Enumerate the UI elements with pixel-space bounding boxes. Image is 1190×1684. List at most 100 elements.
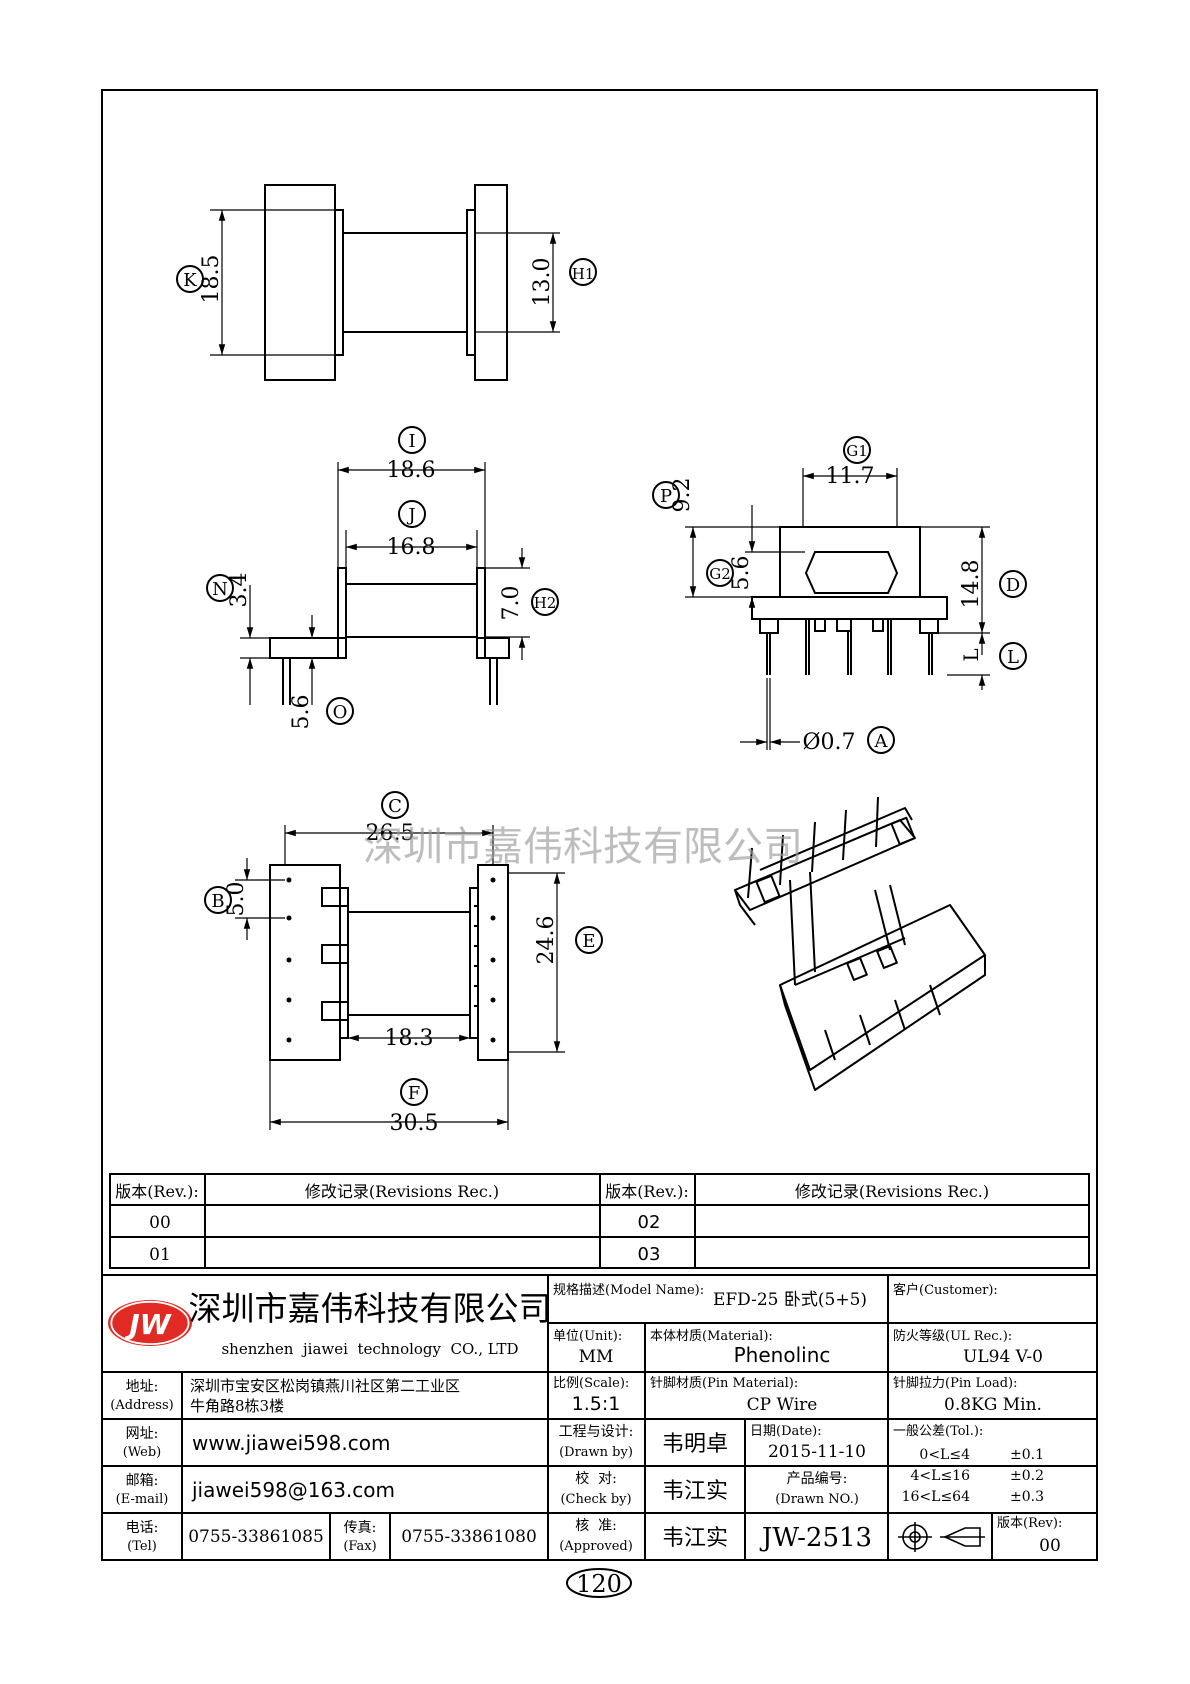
drawn-label: 工程与设计: bbox=[559, 1424, 634, 1440]
model-label: 规格描述(Model Name): bbox=[553, 1282, 704, 1298]
unit-value: MM bbox=[579, 1347, 614, 1367]
rev-row-03: 03 bbox=[638, 1244, 661, 1265]
dim-A-value: Ø0.7 bbox=[802, 730, 855, 755]
scale-value: 1.5:1 bbox=[572, 1393, 621, 1415]
page-number-badge bbox=[566, 1568, 632, 1598]
label-P: P bbox=[660, 486, 672, 507]
page-number: 120 bbox=[576, 1570, 622, 1598]
tel-value: 0755-33861085 bbox=[188, 1527, 324, 1547]
rev-label: 版本(Rev): bbox=[997, 1516, 1062, 1531]
label-B: B bbox=[211, 891, 224, 912]
website-link[interactable]: www.jiawei598.com bbox=[192, 1431, 390, 1455]
address-label: 地址: bbox=[126, 1379, 159, 1395]
isometric-view bbox=[734, 796, 986, 1091]
bottom-view-pin-holes bbox=[286, 877, 496, 1043]
logo-text: JW bbox=[124, 1308, 171, 1341]
tel-label-en: (Tel) bbox=[127, 1539, 157, 1554]
check-label-en: (Check by) bbox=[560, 1492, 631, 1507]
email-link[interactable]: jiawei598@163.com bbox=[191, 1478, 395, 1502]
dim-G2-value: 5.6 bbox=[729, 556, 754, 591]
label-N: N bbox=[212, 579, 228, 600]
unit-label: 单位(Unit): bbox=[553, 1329, 622, 1344]
front-view bbox=[206, 426, 559, 725]
label-K: K bbox=[183, 270, 197, 291]
dim-N-value: 3.4 bbox=[227, 573, 252, 608]
rec-header-right: 修改记录(Revisions Rec.) bbox=[795, 1182, 989, 1201]
ul-value: UL94 V-0 bbox=[963, 1347, 1043, 1367]
email-label-en: (E-mail) bbox=[116, 1492, 169, 1507]
tol-value-2: ±0.2 bbox=[1010, 1468, 1044, 1484]
watermark: 深圳市嘉伟科技有限公司 bbox=[363, 824, 803, 870]
pin-load-value: 0.8KG Min. bbox=[944, 1395, 1042, 1415]
rev-value: 00 bbox=[1039, 1536, 1061, 1556]
approved-label-en: (Approved) bbox=[559, 1539, 633, 1554]
drawn-label-en: (Drawn by) bbox=[559, 1445, 633, 1460]
rev-row-02: 02 bbox=[638, 1212, 661, 1233]
pin-material-value: CP Wire bbox=[747, 1395, 818, 1415]
tel-label: 电话: bbox=[126, 1520, 159, 1536]
check-by-value: 韦江实 bbox=[662, 1479, 728, 1504]
dim-J-value: 16.8 bbox=[387, 535, 436, 560]
company-logo bbox=[108, 1300, 192, 1346]
dim-L-value: L bbox=[959, 648, 983, 661]
email-label: 邮箱: bbox=[126, 1473, 159, 1489]
label-E: E bbox=[582, 931, 595, 952]
revision-table bbox=[109, 1173, 1090, 1269]
tolerance-label: 一般公差(Tol.): bbox=[893, 1423, 983, 1439]
rev-row-00: 00 bbox=[149, 1213, 171, 1233]
label-D: D bbox=[1006, 575, 1020, 596]
customer-label: 客户(Customer): bbox=[893, 1282, 998, 1298]
side-view bbox=[652, 436, 1027, 754]
approved-label: 核 准: bbox=[575, 1518, 617, 1534]
scale-label: 比例(Scale): bbox=[553, 1376, 629, 1391]
tol-range-1: 0<L≤4 bbox=[919, 1447, 970, 1463]
model-value: EFD-25 卧式(5+5) bbox=[713, 1290, 867, 1310]
label-A: A bbox=[874, 731, 889, 752]
pin-load-label: 针脚拉力(Pin Load): bbox=[893, 1375, 1017, 1391]
top-view bbox=[176, 184, 597, 381]
fax-label-en: (Fax) bbox=[343, 1539, 376, 1554]
dim-K-value: 18.5 bbox=[199, 255, 224, 304]
dim-E-value: 24.6 bbox=[534, 916, 559, 965]
label-O: O bbox=[333, 702, 348, 723]
address-line1: 深圳市宝安区松岗镇燕川社区第二工业区 bbox=[190, 1377, 460, 1395]
web-label-en: (Web) bbox=[123, 1445, 161, 1460]
dim-C-value: 26.5 bbox=[366, 821, 415, 846]
fax-value: 0755-33861080 bbox=[401, 1527, 537, 1547]
drawing-number: JW-2513 bbox=[759, 1523, 872, 1553]
company-name-cn: 深圳市嘉伟科技有限公司 bbox=[189, 1289, 552, 1328]
tol-value-3: ±0.3 bbox=[1010, 1489, 1044, 1505]
dim-O-value: 5.6 bbox=[289, 695, 314, 730]
label-J: J bbox=[406, 505, 415, 526]
fax-label: 传真: bbox=[344, 1520, 377, 1536]
bottom-view bbox=[204, 791, 603, 1130]
check-label: 校 对: bbox=[575, 1470, 617, 1487]
date-value: 2015-11-10 bbox=[768, 1442, 866, 1462]
title-block-grid bbox=[102, 1274, 1097, 1560]
dim-P-value: 9.2 bbox=[670, 478, 695, 513]
web-label: 网址: bbox=[126, 1426, 159, 1442]
label-H2: H2 bbox=[534, 594, 557, 612]
rec-header-left: 修改记录(Revisions Rec.) bbox=[305, 1182, 499, 1201]
label-L: L bbox=[1007, 647, 1019, 668]
tol-range-3: 16<L≤64 bbox=[902, 1489, 970, 1505]
tol-value-1: ±0.1 bbox=[1010, 1447, 1044, 1463]
dim-B-value: 5.0 bbox=[224, 882, 249, 917]
tol-range-2: 4<L≤16 bbox=[911, 1468, 971, 1484]
address-label-en: (Address) bbox=[110, 1398, 173, 1413]
sheet-border bbox=[101, 89, 1098, 1561]
dim-H2-value: 7.0 bbox=[499, 586, 524, 621]
rev-row-01: 01 bbox=[149, 1245, 171, 1265]
dim-I-value: 18.6 bbox=[387, 458, 436, 483]
material-label: 本体材质(Material): bbox=[650, 1329, 773, 1344]
dim-H1-value: 13.0 bbox=[530, 258, 555, 307]
drawn-no-label: 产品编号: bbox=[787, 1471, 848, 1487]
drawn-by-value: 韦明卓 bbox=[662, 1432, 728, 1457]
label-G1: G1 bbox=[846, 442, 868, 460]
date-label: 日期(Date): bbox=[750, 1424, 822, 1439]
pin-material-label: 针脚材质(Pin Material): bbox=[650, 1375, 798, 1391]
label-G2: G2 bbox=[709, 565, 731, 583]
approved-by-value: 韦江实 bbox=[662, 1526, 728, 1551]
dim-F-value: 30.5 bbox=[390, 1111, 439, 1136]
